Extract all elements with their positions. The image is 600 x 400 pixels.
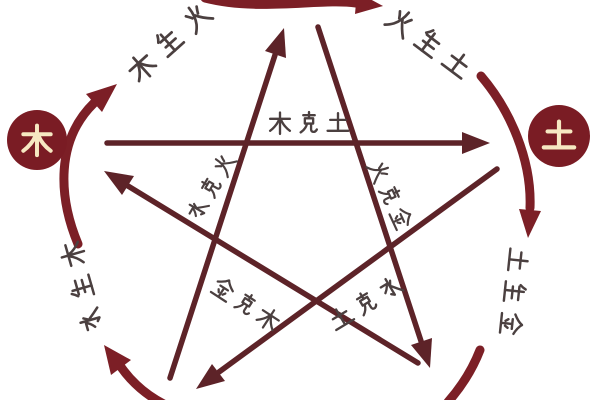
generating-arc-fire-to-earth [476,71,535,213]
wood-overcomes-earth-arrowhead [462,132,490,154]
generating-arc-metal-to-water [116,362,166,400]
wood-overcomes-earth-label [267,110,351,136]
generating-arrowhead-fire [355,0,383,14]
generating-arrowhead-metal [519,209,541,238]
generating-arrowhead-wood-fire [86,84,117,112]
generating-arc-wood-to-fire [200,0,361,9]
wood-node [7,110,67,170]
metal-overcomes-wood-line [125,183,421,366]
earth-overcomes-water-line [216,166,500,375]
earth-overcomes-water-arrowhead [196,364,225,389]
generating-arc-water-to-wood [59,98,99,249]
earth-node [528,105,590,167]
earth-node-glyph [540,117,578,155]
fire-overcomes-metal-arrowhead [411,338,432,368]
generating-arrowhead-water [104,345,131,375]
water-overcomes-fire-line [167,52,278,381]
fire-overcomes-metal-line [315,24,424,344]
generating-arc-earth-to-metal [443,345,485,400]
metal-overcomes-wood-arrowhead [104,171,134,195]
water-overcomes-fire-arrowhead [265,28,286,58]
wood-node-glyph [19,122,55,158]
